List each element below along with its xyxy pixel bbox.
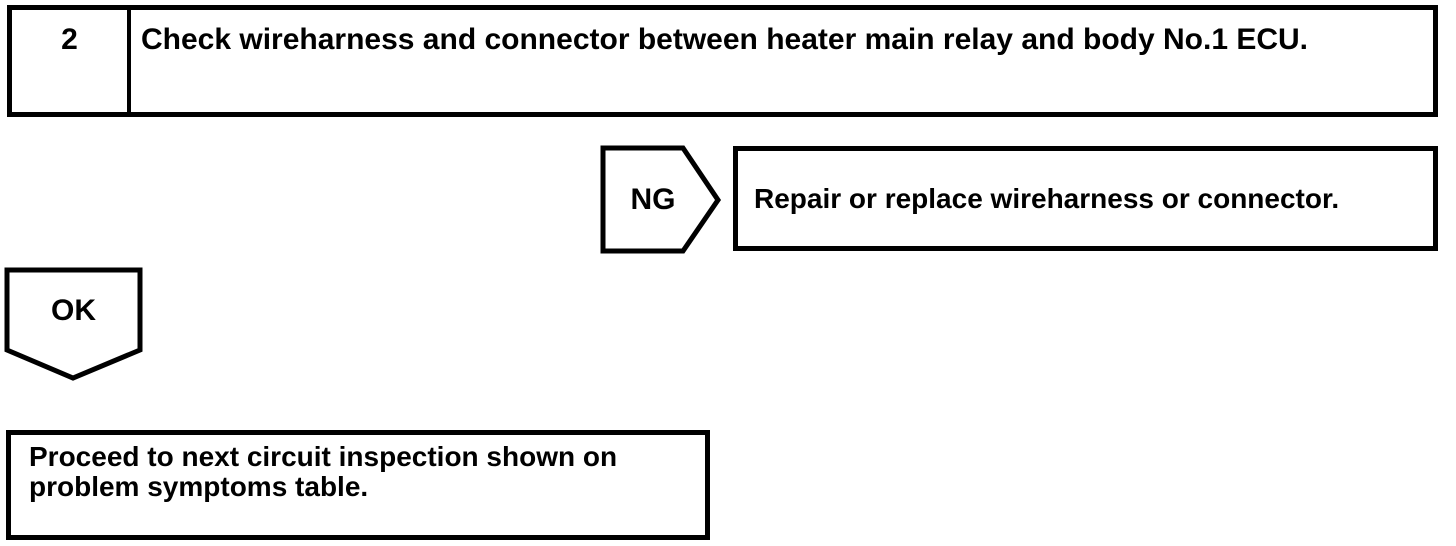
ng-action-box: Repair or replace wireharness or connect… <box>733 146 1438 251</box>
ok-action-box: Proceed to next circuit inspection shown… <box>6 430 710 540</box>
ng-label: NG <box>630 182 676 216</box>
ok-connector-icon <box>4 267 143 381</box>
ng-action-text: Repair or replace wireharness or connect… <box>754 182 1340 214</box>
step-number: 2 <box>12 10 131 112</box>
ng-connector-icon <box>600 145 722 254</box>
ok-action-text: Proceed to next circuit inspection shown… <box>29 441 618 502</box>
ok-label: OK <box>51 294 96 327</box>
step-box: 2 Check wireharness and connector betwee… <box>7 5 1438 117</box>
step-instruction: Check wireharness and connector between … <box>141 23 1309 56</box>
